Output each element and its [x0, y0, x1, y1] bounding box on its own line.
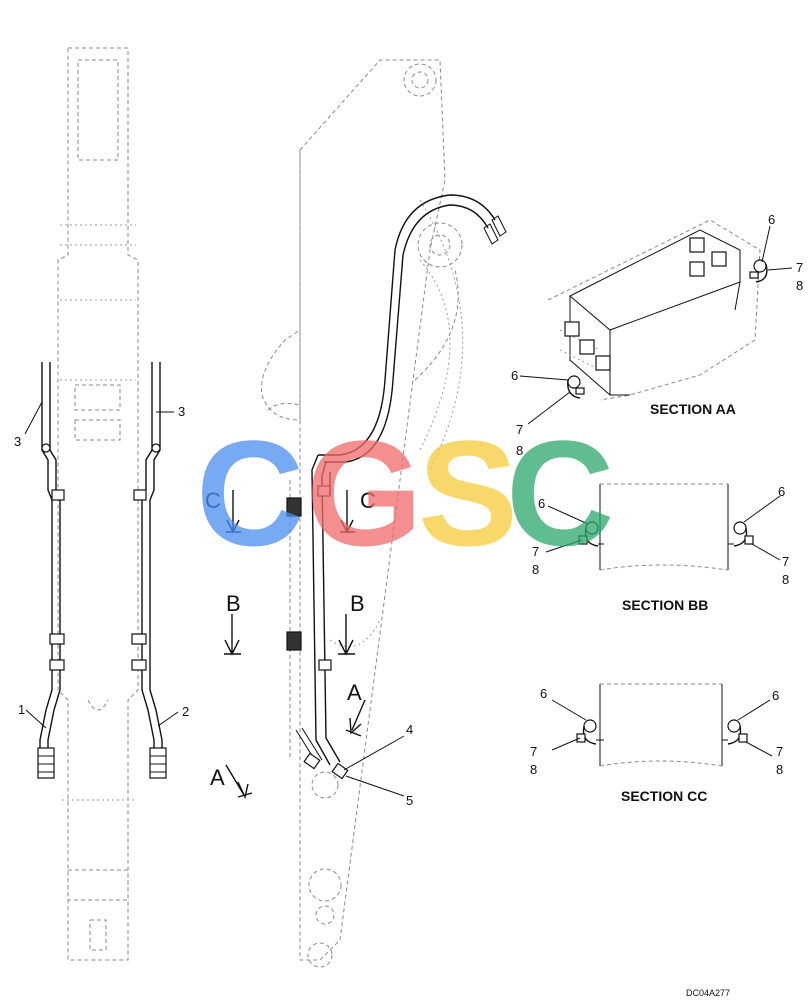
section-bb-label-8-left: 8 — [532, 562, 539, 577]
section-bb-title: SECTION BB — [622, 597, 708, 613]
part-label-4: 4 — [406, 722, 413, 737]
section-bb-label-6-right: 6 — [778, 484, 785, 499]
section-aa-label-8-right: 8 — [796, 278, 803, 293]
watermark-letter-4: C — [506, 409, 614, 577]
watermark-letter-2: G — [306, 409, 423, 577]
section-aa-label-6-right: 6 — [768, 212, 775, 227]
section-cc-label-6-right: 6 — [772, 688, 779, 703]
section-markers: C C B B A A — [205, 488, 376, 800]
section-cc: 6 7 8 6 7 8 SECTION CC — [530, 683, 783, 804]
part-label-1: 1 — [18, 702, 25, 717]
part-label-3-left: 3 — [14, 434, 21, 449]
drawing-code: DC04A277 — [686, 988, 730, 998]
section-aa-label-6-left: 6 — [511, 368, 518, 383]
watermark-letter-1: C — [196, 409, 304, 577]
section-bb-label-7-right: 7 — [782, 554, 789, 569]
section-cc-label-6-left: 6 — [540, 686, 547, 701]
watermark-letter-3: S — [418, 409, 518, 577]
section-marker-c-right: C — [360, 488, 376, 513]
section-marker-a-upper: A — [347, 680, 362, 705]
section-marker-b-right: B — [350, 591, 365, 616]
part-label-5: 5 — [406, 793, 413, 808]
section-marker-a-lower: A — [210, 765, 225, 790]
part-label-2: 2 — [182, 704, 189, 719]
section-cc-label-8-right: 8 — [776, 762, 783, 777]
part-label-3-right: 3 — [178, 404, 185, 419]
section-bb-label-7-left: 7 — [532, 544, 539, 559]
section-aa-label-7-right: 7 — [796, 260, 803, 275]
section-cc-label-8-left: 8 — [530, 762, 537, 777]
section-cc-label-7-right: 7 — [776, 744, 783, 759]
section-aa-title: SECTION AA — [650, 401, 736, 417]
section-marker-b-left: B — [226, 591, 241, 616]
section-cc-label-7-left: 7 — [530, 744, 537, 759]
section-marker-c-left: C — [205, 488, 221, 513]
section-bb-label-6-left: 6 — [538, 496, 545, 511]
boom-top-view: 3 3 1 2 — [14, 47, 189, 961]
section-aa-label-7-left: 7 — [516, 422, 523, 437]
section-aa-label-8-left: 8 — [516, 443, 523, 458]
section-cc-title: SECTION CC — [621, 788, 707, 804]
boom-side-view: 4 5 — [260, 59, 507, 968]
watermark-logo: C G S C — [196, 409, 614, 577]
section-bb-label-8-right: 8 — [782, 572, 789, 587]
section-bb: 6 7 8 6 7 8 SECTION BB — [532, 483, 789, 613]
section-aa: 6 7 8 6 7 8 SECTION AA — [511, 212, 803, 458]
